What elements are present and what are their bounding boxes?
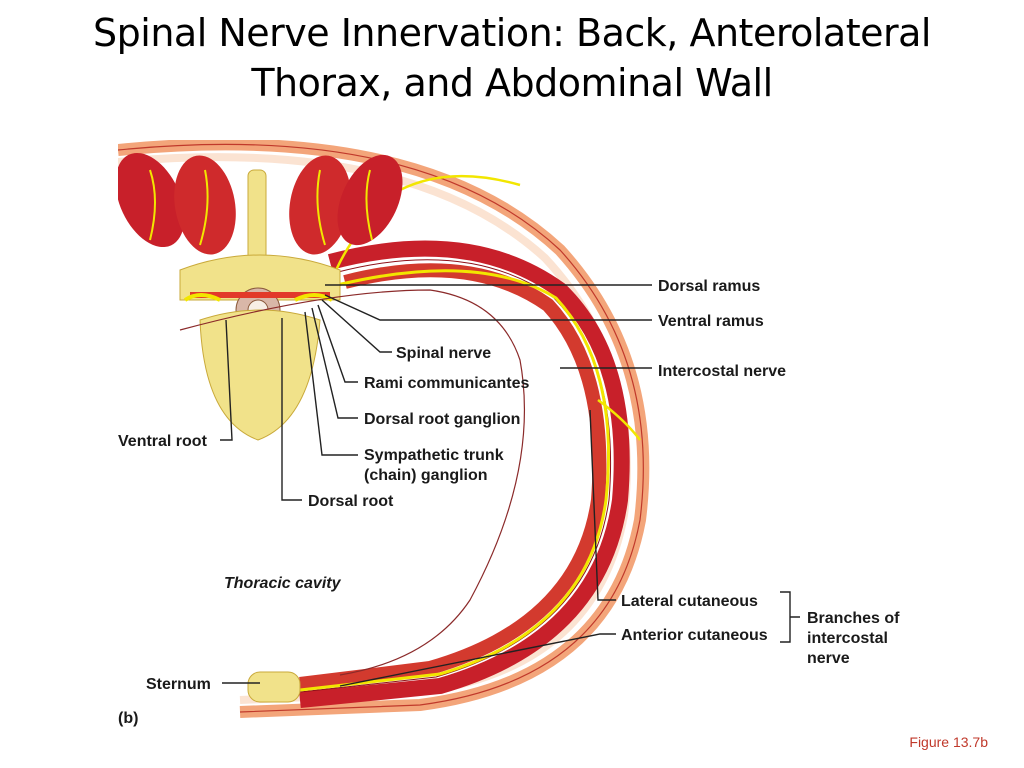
label-intercostal-nerve: Intercostal nerve	[658, 363, 786, 380]
label-thoracic-cavity: Thoracic cavity	[224, 575, 342, 592]
label-ventral-ramus: Ventral ramus	[658, 313, 764, 330]
title-line-1: Spinal Nerve Innervation: Back, Anterola…	[93, 11, 931, 55]
title-line-2: Thorax, and Abdominal Wall	[251, 61, 773, 105]
leader-lines	[220, 284, 800, 687]
label-lateral-cutaneous: Lateral cutaneous	[621, 593, 758, 610]
label-dorsal-root: Dorsal root	[308, 493, 394, 510]
label-branches-line3: nerve	[807, 650, 850, 667]
label-branches-line1: Branches of	[807, 610, 900, 627]
label-ventral-root: Ventral root	[118, 433, 208, 450]
sternum-bone	[247, 671, 301, 703]
label-spinal-nerve: Spinal nerve	[396, 345, 491, 362]
label-rami-communicantes: Rami communicantes	[364, 375, 529, 392]
intercostal-muscle-outer	[299, 240, 630, 708]
label-sternum: Sternum	[146, 676, 211, 693]
panel-letter: (b)	[118, 710, 138, 727]
label-anterior-cutaneous: Anterior cutaneous	[621, 627, 768, 644]
lateral-cutaneous-branch	[597, 398, 641, 441]
label-dorsal-ramus: Dorsal ramus	[658, 278, 760, 295]
label-sympathetic-trunk-line2: (chain) ganglion	[364, 467, 488, 484]
vertebra	[179, 169, 341, 441]
intercostal-nerve-path	[299, 269, 610, 692]
label-sympathetic-trunk-line1: Sympathetic trunk	[364, 447, 504, 464]
thoracic-cavity-boundary	[179, 289, 525, 676]
label-dorsal-root-ganglion: Dorsal root ganglion	[364, 411, 520, 428]
back-muscles	[118, 152, 403, 255]
anatomy-drawing	[118, 140, 650, 718]
slide-title: Spinal Nerve Innervation: Back, Anterola…	[0, 8, 1024, 108]
label-branches-line2: intercostal	[807, 630, 888, 647]
figure-reference: Figure 13.7b	[909, 734, 988, 750]
